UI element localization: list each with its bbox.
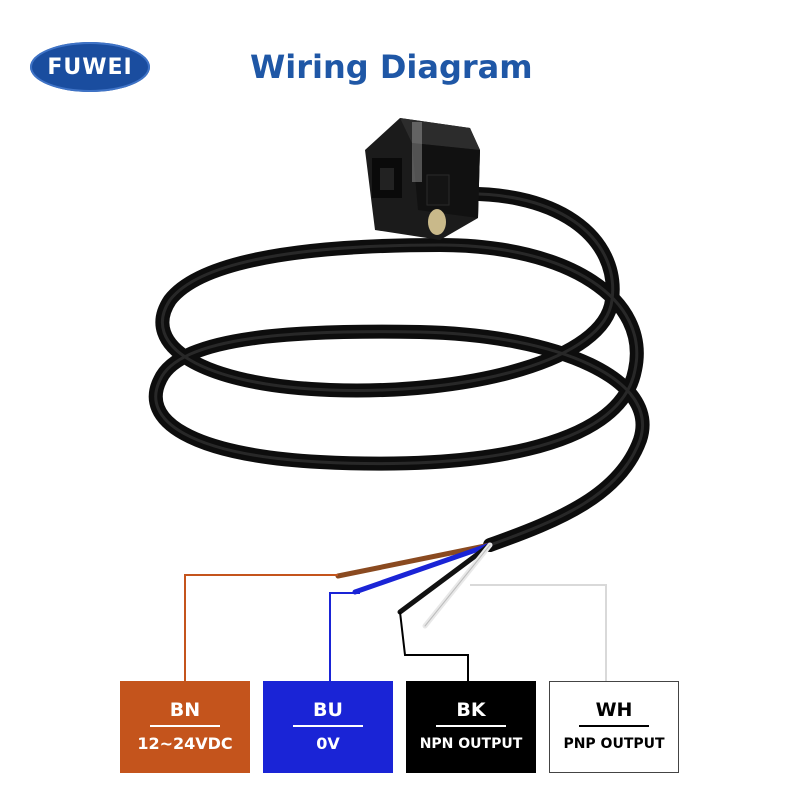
blue-connection-line <box>329 592 360 681</box>
wire-code: BN <box>169 699 201 721</box>
wire-divider <box>150 725 220 727</box>
page-title: Wiring Diagram <box>250 48 533 86</box>
black-connection-line <box>399 611 469 681</box>
wire-leads <box>335 542 493 629</box>
wire-code: BK <box>456 699 486 721</box>
wire-divider <box>579 725 649 727</box>
wire-description: NPN OUTPUT <box>419 736 523 752</box>
sensor-badge-icon <box>428 209 446 235</box>
wire-description: 0V <box>316 734 340 753</box>
wire-description: 12~24VDC <box>137 734 233 753</box>
connection-lines <box>184 574 607 681</box>
wire-code: BU <box>313 699 343 721</box>
brand-logo-text: FUWEI <box>47 54 133 80</box>
brand-logo: FUWEI <box>30 42 150 92</box>
wire-box-bk: BK NPN OUTPUT <box>406 681 536 773</box>
white-connection-line <box>470 584 607 681</box>
wire-divider <box>436 725 506 727</box>
sensor-body <box>365 118 480 240</box>
wire-code: WH <box>595 699 633 721</box>
sensor-cable <box>148 186 650 552</box>
wire-description: PNP OUTPUT <box>563 736 665 752</box>
wire-box-bn: BN 12~24VDC <box>120 681 250 773</box>
wire-box-bu: BU 0V <box>263 681 393 773</box>
brown-connection-line <box>184 574 338 681</box>
wire-box-wh: WH PNP OUTPUT <box>549 681 679 773</box>
wire-divider <box>293 725 363 727</box>
